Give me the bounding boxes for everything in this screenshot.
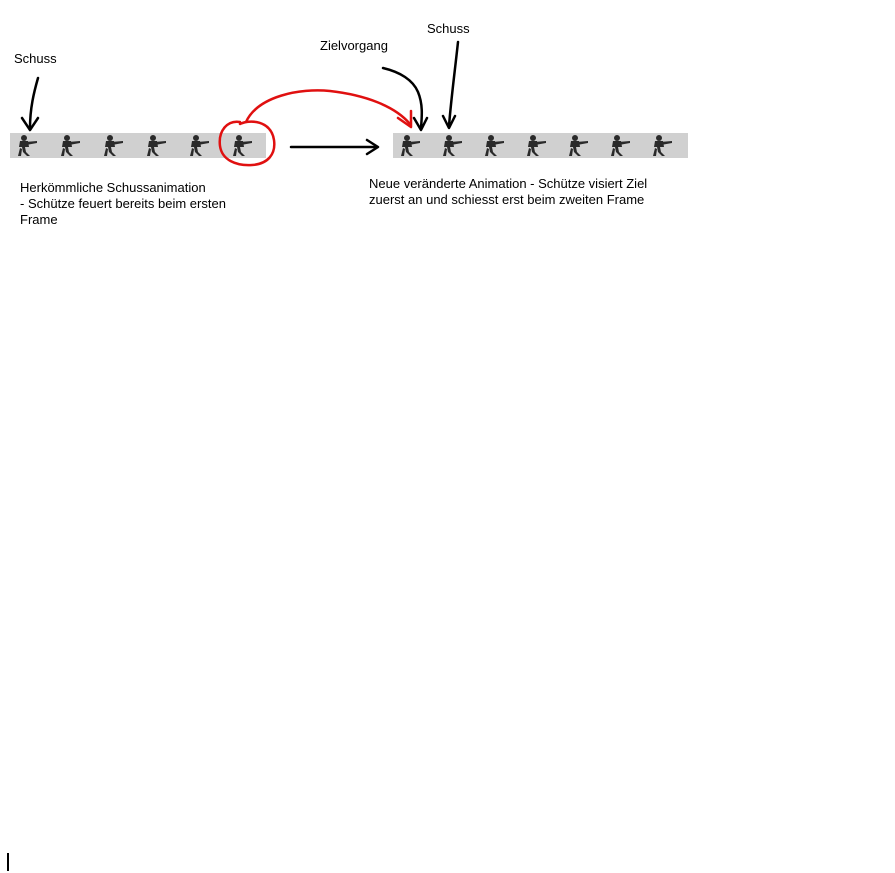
zielvorgang-label: Zielvorgang xyxy=(320,38,388,53)
soldier-frame xyxy=(145,134,167,157)
caption-new: Neue veränderte Animation - Schütze visi… xyxy=(369,176,647,208)
soldier-frame xyxy=(188,134,210,157)
caption-new-line-1: Neue veränderte Animation - Schütze visi… xyxy=(369,176,648,191)
soldier-frame xyxy=(567,134,589,157)
soldier-frame xyxy=(441,134,463,157)
soldier-frame xyxy=(609,134,631,157)
caption-old: Herkömmliche Schussanimation - Schütze f… xyxy=(20,180,226,228)
caption-old-line-2: - Schütze feuert bereits beim ersten xyxy=(20,196,226,211)
soldier-frame xyxy=(231,134,253,157)
soldier-frame xyxy=(102,134,124,157)
schuss-label-right: Schuss xyxy=(427,21,470,36)
transition-arrow xyxy=(289,138,380,156)
schuss-left-arrow xyxy=(20,76,40,132)
caption-new-line-2: zuerst an und schiesst erst beim zweiten… xyxy=(369,192,645,207)
soldier-frame xyxy=(651,134,673,157)
caption-old-line-3: Frame xyxy=(20,212,58,227)
soldier-frame xyxy=(59,134,81,157)
zielvorgang-arrow xyxy=(381,66,429,132)
soldier-frame xyxy=(16,134,38,157)
text-cursor xyxy=(7,853,9,871)
new-animation-strip xyxy=(393,133,688,158)
soldier-frame xyxy=(525,134,547,157)
schuss-right-arrow xyxy=(441,40,460,130)
red-curve-arrow xyxy=(244,89,413,129)
soldier-frame xyxy=(399,134,421,157)
highlight-circle xyxy=(218,120,276,167)
schuss-label-left: Schuss xyxy=(14,51,57,66)
caption-old-line-1: Herkömmliche Schussanimation xyxy=(20,180,206,195)
soldier-frame xyxy=(483,134,505,157)
